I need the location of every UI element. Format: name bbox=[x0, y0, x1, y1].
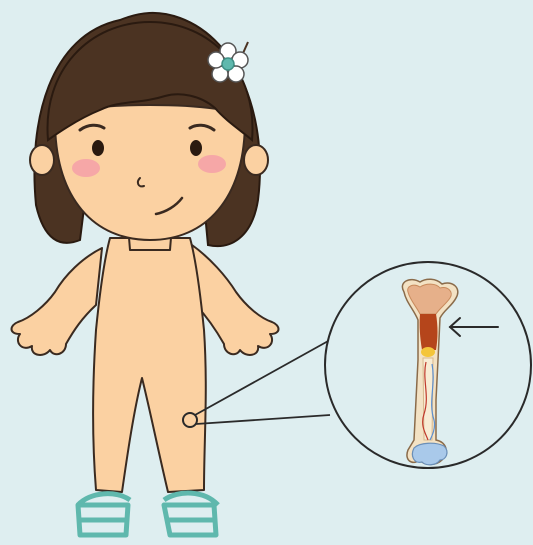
right-sandal bbox=[164, 493, 218, 535]
left-arm bbox=[12, 248, 103, 355]
right-cheek bbox=[198, 155, 226, 173]
leader-line-bottom bbox=[196, 415, 330, 424]
red-marrow bbox=[420, 314, 438, 350]
left-ear bbox=[30, 145, 54, 175]
left-cheek bbox=[72, 159, 100, 177]
body bbox=[12, 225, 279, 492]
left-eye bbox=[92, 140, 104, 156]
yellow-marrow bbox=[421, 347, 435, 357]
leader-line-top bbox=[195, 340, 330, 415]
torso-legs bbox=[93, 238, 206, 492]
left-sandal bbox=[78, 494, 130, 535]
right-ear bbox=[244, 145, 268, 175]
right-eye bbox=[190, 140, 202, 156]
